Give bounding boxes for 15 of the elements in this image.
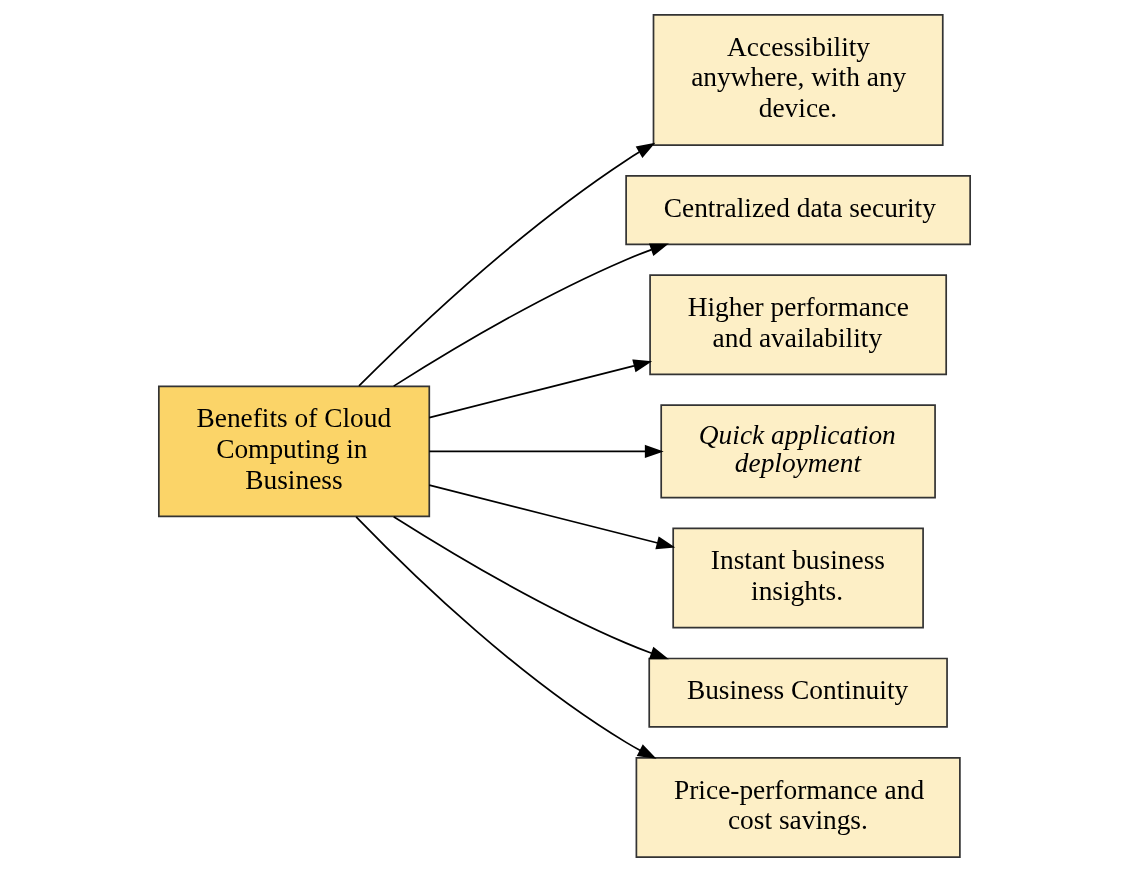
node-box: Business Continuity xyxy=(647,657,948,728)
arrow xyxy=(392,243,669,387)
arrow xyxy=(354,515,657,759)
node-box: Centralized data security xyxy=(624,174,971,246)
node-box: Accessibility anywhere, with any device. xyxy=(652,14,944,146)
arrow xyxy=(392,515,669,660)
arrow xyxy=(427,444,664,458)
node-box: Price-performance and cost savings. xyxy=(635,756,961,858)
node-box: Higher performance and availability xyxy=(648,274,947,376)
arrow xyxy=(427,359,652,419)
arrow xyxy=(357,142,655,387)
node-box: Benefits of Cloud Computing in Business xyxy=(157,385,430,518)
node-box: Instant business insights. xyxy=(671,527,924,629)
arrow xyxy=(427,484,675,550)
node-box: Quick application deployment xyxy=(659,404,936,499)
